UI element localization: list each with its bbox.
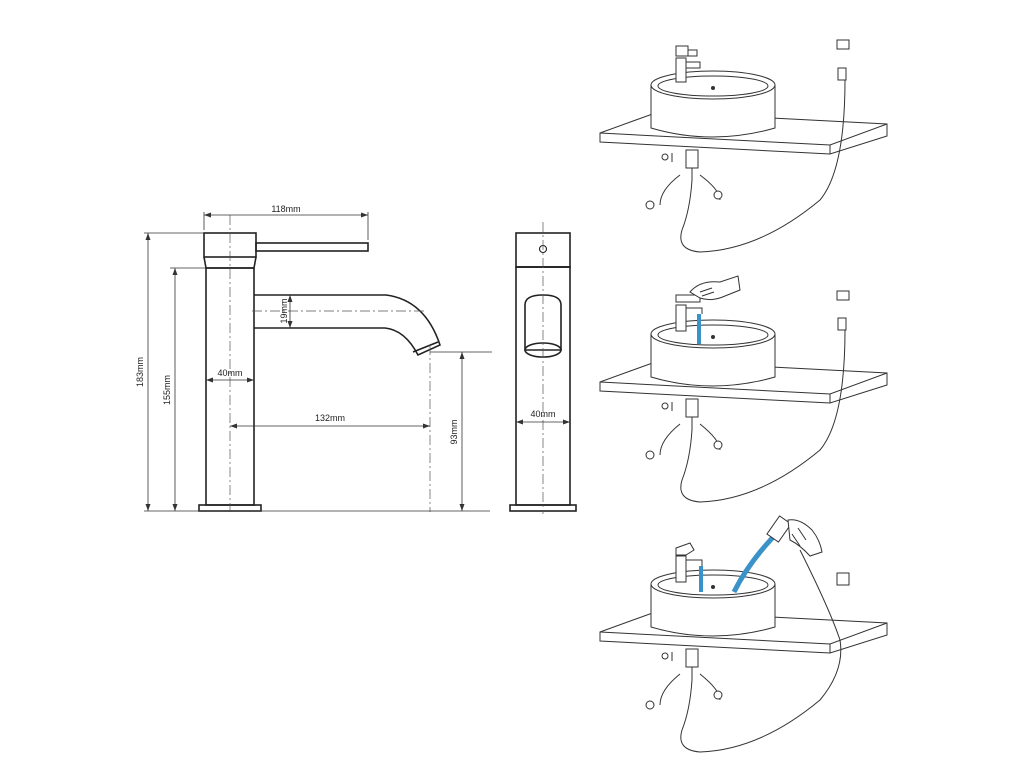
basin-panel-idle: [599, 39, 888, 253]
basin-panel-faucet-on: [599, 275, 888, 503]
dim-132: 132mm: [315, 413, 345, 423]
dim-118: 118mm: [271, 204, 300, 214]
dim-155: 155mm: [162, 375, 172, 405]
dim-40-side: 40mm: [530, 409, 555, 419]
dim-93: 93mm: [449, 419, 459, 444]
lever: [255, 242, 369, 252]
side-view: [509, 222, 577, 514]
basin-panel-spray-on: [599, 515, 888, 753]
front-view: [198, 215, 441, 512]
spout-end: [524, 294, 562, 351]
spout: [254, 294, 441, 357]
dim-40-front: 40mm: [217, 368, 242, 378]
dim-19: 19mm: [279, 298, 289, 323]
dimension-lines: [144, 212, 492, 512]
dim-183: 183mm: [135, 357, 145, 387]
